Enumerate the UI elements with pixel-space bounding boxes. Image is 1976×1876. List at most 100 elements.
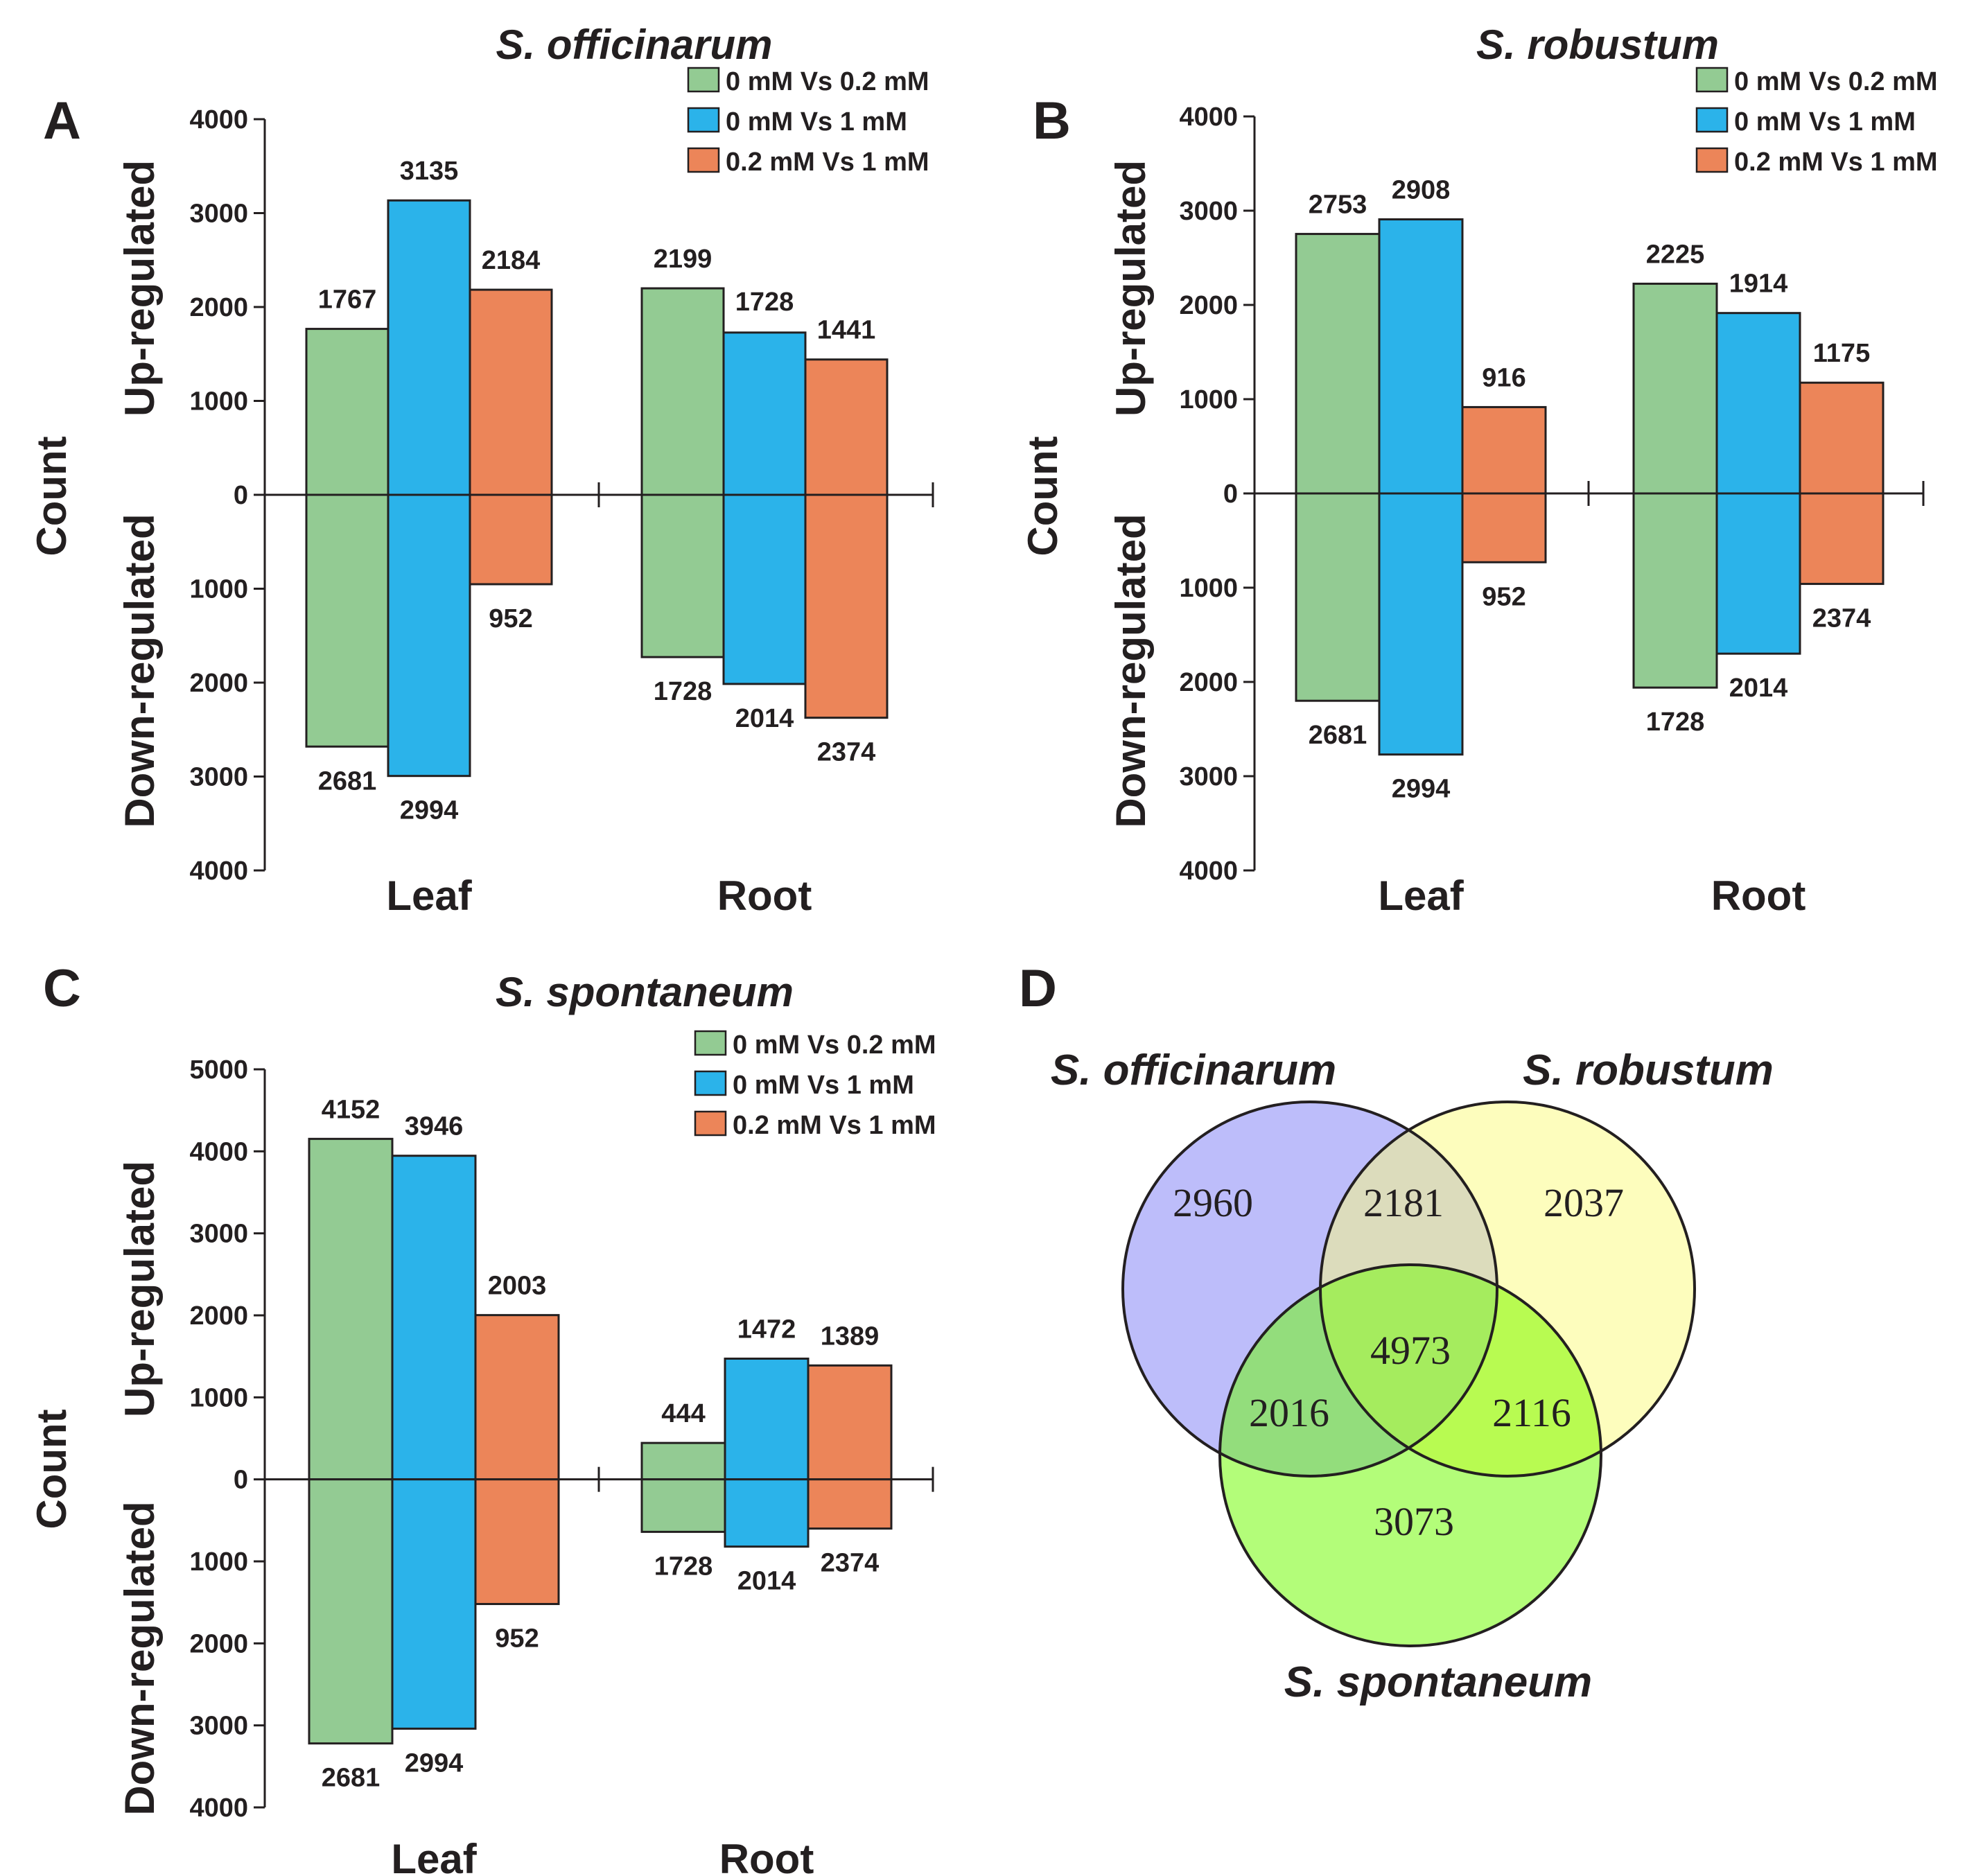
category-label: Root	[1711, 873, 1806, 919]
category-label: Leaf	[1378, 873, 1464, 919]
y-tick-label: 1000	[189, 387, 248, 417]
venn-set-label-officinarum: S. officinarum	[1051, 1046, 1336, 1094]
bar-down	[1378, 492, 1464, 756]
venn-set-label-robustum: S. robustum	[1523, 1046, 1774, 1094]
data-label-up: 2753	[1309, 191, 1367, 220]
data-label-up: 1728	[735, 288, 794, 317]
legend-swatch	[1695, 107, 1729, 133]
panel-letter-d: D	[1019, 959, 1057, 1018]
data-label-up: 1441	[817, 316, 876, 345]
bars	[308, 1137, 893, 1745]
data-label-up: 444	[661, 1399, 705, 1428]
data-label-down: 2374	[817, 738, 876, 767]
y-tick-label: 1000	[1179, 574, 1238, 603]
data-label-down: 2994	[405, 1748, 464, 1778]
legend-label: 0 mM Vs 0.2 mM	[1734, 67, 1938, 96]
venn-count-spontaneum-only: 3073	[1374, 1499, 1454, 1544]
venn-count-robustum-spontaneum: 2116	[1492, 1390, 1571, 1435]
bar-up	[640, 1441, 726, 1481]
y-tick-label: 1000	[189, 1548, 248, 1577]
data-labels: 17672681313529942184952Leaf2199172817282…	[318, 157, 876, 919]
data-label-up: 3946	[405, 1112, 464, 1141]
y-axis-down-label: Down-regulated	[1108, 514, 1154, 827]
y-tick-label: 2000	[189, 293, 248, 322]
data-label-up: 2003	[488, 1272, 547, 1301]
y-tick-label: 2000	[1179, 291, 1238, 320]
data-label-down: 2994	[400, 796, 459, 825]
bar-up	[305, 328, 390, 496]
y-tick-label: 2000	[189, 1301, 248, 1331]
bar-up	[807, 1364, 893, 1481]
bar-up	[1799, 381, 1885, 495]
bars	[1295, 218, 1885, 756]
legend: 0 mM Vs 0.2 mM0 mM Vs 1 mM0.2 mM Vs 1 mM	[687, 67, 929, 177]
panel-c-bar-chart: S. spontaneum Count Up-regulated Down-re…	[28, 969, 936, 1876]
venn-count-officinarum-only: 2960	[1173, 1180, 1253, 1225]
y-axis-up-label: Up-regulated	[1108, 160, 1154, 417]
y-tick-label: 1000	[189, 1383, 248, 1412]
data-label-up: 1914	[1729, 270, 1788, 299]
bar-down	[804, 493, 889, 719]
data-label-down: 2374	[1812, 604, 1871, 633]
y-tick-label: 0	[234, 1466, 248, 1495]
panel-letter-c: C	[43, 959, 81, 1018]
bar-up	[469, 288, 553, 496]
y-tick-label: 3000	[1179, 762, 1238, 791]
y-tick-label: 3000	[189, 1220, 248, 1249]
data-label-up: 1472	[737, 1315, 796, 1344]
legend-label: 0.2 mM Vs 1 mM	[726, 148, 929, 177]
bar-down	[474, 1478, 560, 1606]
bars	[305, 199, 889, 778]
venn-count-all-three: 4973	[1370, 1328, 1451, 1373]
chart-title: S. spontaneum	[496, 969, 794, 1015]
bar-up	[391, 1155, 477, 1481]
bar-up	[804, 358, 889, 496]
bar-down	[640, 493, 725, 658]
venn-outline-spontaneum	[1218, 1263, 1602, 1647]
legend-swatch	[687, 107, 720, 133]
y-tick-label: 2000	[189, 1629, 248, 1658]
venn-set-label-spontaneum: S. spontaneum	[1284, 1658, 1592, 1706]
data-label-up: 2184	[482, 246, 541, 275]
legend-label: 0 mM Vs 1 mM	[1734, 107, 1916, 137]
y-axis-down-label: Down-regulated	[116, 514, 163, 827]
data-label-up: 4152	[322, 1095, 381, 1124]
bar-up	[1715, 312, 1801, 495]
y-tick-label: 0	[1223, 480, 1238, 509]
data-label-down: 2681	[322, 1764, 381, 1793]
legend-swatch	[694, 1110, 727, 1137]
y-tick-label: 4000	[189, 1137, 248, 1166]
data-label-down: 2014	[735, 704, 794, 733]
y-tick-label: 4000	[189, 105, 248, 134]
bar-up	[387, 199, 471, 496]
data-label-up: 1767	[318, 286, 377, 315]
y-tick-label: 3000	[189, 200, 248, 229]
y-tick-label: 3000	[189, 763, 248, 792]
legend-label: 0.2 mM Vs 1 mM	[1734, 148, 1938, 177]
y-tick-label: 5000	[189, 1055, 248, 1085]
data-label-down: 2014	[1729, 674, 1788, 703]
panel-d-venn-diagram: S. officinarum S. robustum S. spontaneum…	[1051, 1046, 1774, 1706]
data-label-up: 1389	[821, 1322, 880, 1351]
legend-label: 0 mM Vs 1 mM	[733, 1071, 914, 1100]
bar-down	[1799, 492, 1885, 586]
y-tick-label: 0	[234, 481, 248, 510]
panel-a-bar-chart: S. officinarum Count Up-regulated Down-r…	[28, 21, 934, 919]
y-tick-label: 4000	[1179, 103, 1238, 132]
bar-down	[469, 493, 553, 586]
bar-down	[1632, 492, 1718, 689]
data-label-up: 2199	[654, 245, 712, 274]
y-tick-label: 3000	[189, 1712, 248, 1741]
chart-title: S. robustum	[1476, 21, 1719, 68]
category-label: Root	[717, 873, 812, 919]
bar-down	[391, 1478, 477, 1730]
category-label: Leaf	[391, 1836, 477, 1876]
data-label-down: 1728	[1646, 708, 1705, 737]
venn-outlines	[1121, 1101, 1696, 1647]
panel-b-bar-chart: S. robustum Count Up-regulated Down-regu…	[1020, 21, 1938, 919]
y-axis-up-label: Up-regulated	[116, 160, 163, 417]
y-axis-down-label: Down-regulated	[116, 1501, 163, 1815]
bar-down	[1295, 492, 1381, 702]
